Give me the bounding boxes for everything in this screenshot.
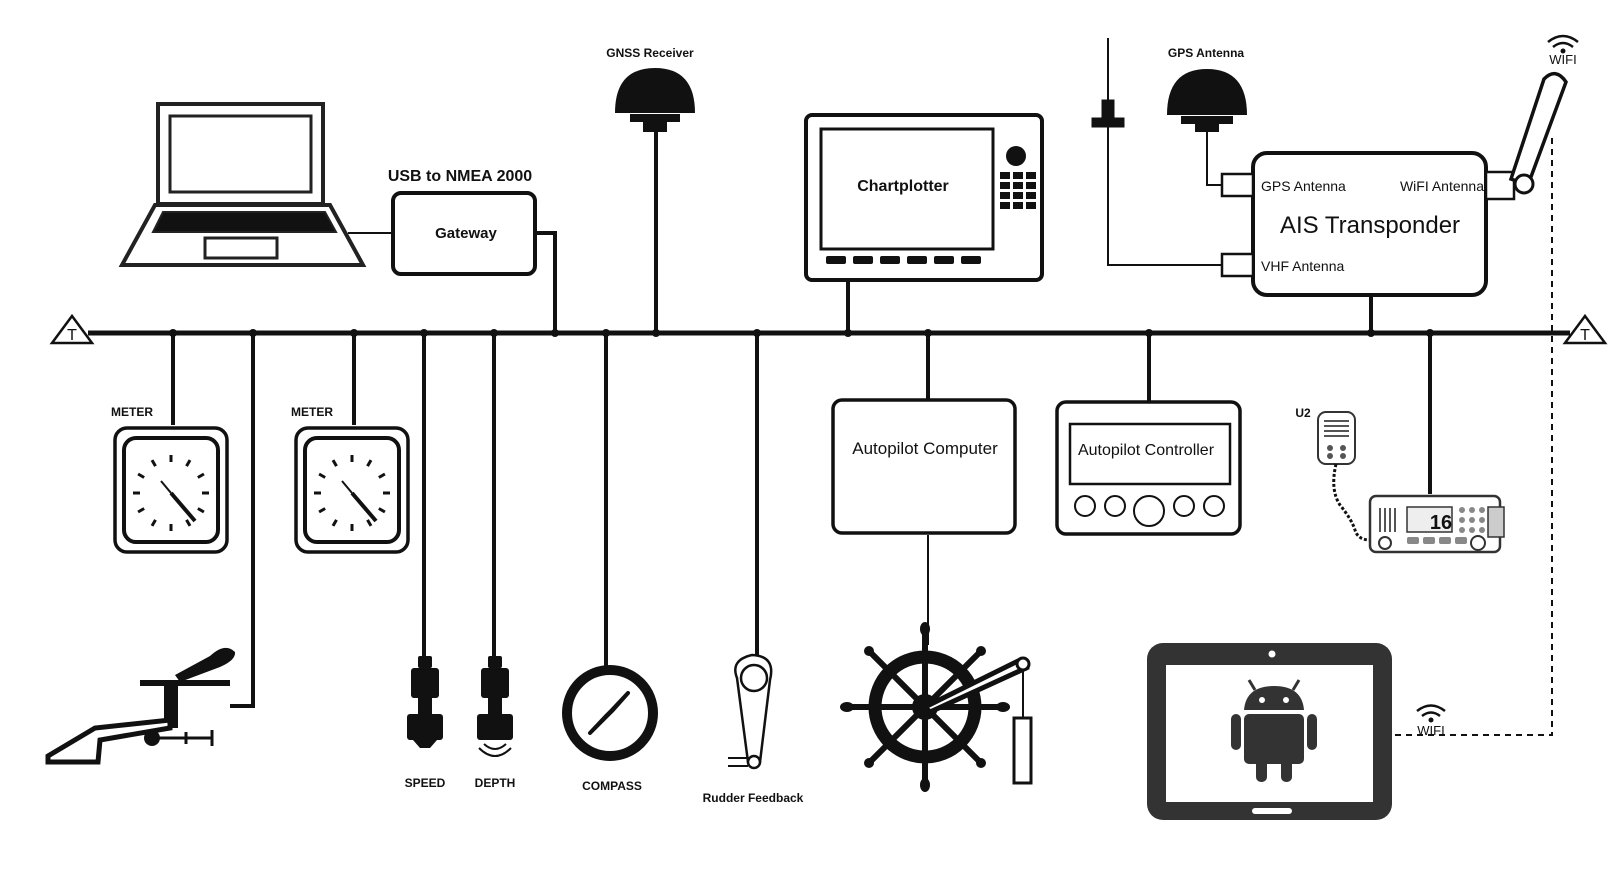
gps-antenna-label: GPS Antenna: [1168, 46, 1245, 60]
terminator-left: T: [49, 313, 95, 345]
gateway-device: Gateway: [391, 191, 537, 276]
wifi-dashed-link: [1392, 138, 1553, 736]
vhf-antenna-cable: [1107, 127, 1222, 266]
meter-right-label: METER: [291, 405, 333, 419]
svg-text:VHF Antenna: VHF Antenna: [1261, 258, 1344, 274]
wind-vane-icon: [45, 647, 236, 765]
transducer-icon: [407, 656, 443, 748]
u2-label: U2: [1295, 406, 1311, 420]
gnss-receiver-label: GNSS Receiver: [606, 46, 694, 60]
transducer-icon: [477, 656, 513, 740]
ais-transponder-device: GPS Antenna WiFI Antenna VHF Antenna AIS…: [1220, 151, 1516, 297]
wifi-label-tablet: WIFI: [1417, 723, 1444, 738]
drive-arm-icon: [920, 656, 1033, 785]
chartplotter-device: Chartplotter: [804, 113, 1044, 282]
analog-meter-icon: [113, 426, 229, 554]
svg-text:T: T: [67, 327, 77, 344]
svg-text:Gateway: Gateway: [435, 225, 497, 242]
usb-to-nmea-label: USB to NMEA 2000: [388, 168, 532, 185]
upper-drop-lines: [535, 130, 1373, 333]
wifi-icon: [1547, 34, 1579, 54]
autopilot-computer-device: Autopilot Computer: [831, 398, 1017, 535]
svg-text:AIS Transponder: AIS Transponder: [1280, 212, 1460, 239]
android-icon: [1231, 679, 1317, 782]
vhf-radio-icon: 16: [1317, 411, 1505, 554]
wifi-antenna-icon: [1508, 72, 1568, 195]
rudder-feedback-label: Rudder Feedback: [703, 791, 804, 805]
junction-dots: [169, 329, 1434, 337]
rudder-feedback-icon: [728, 653, 773, 770]
vhf-antenna-icon: [1091, 38, 1125, 128]
wifi-icon: [1416, 704, 1446, 723]
svg-text:Autopilot Computer: Autopilot Computer: [852, 439, 998, 458]
svg-text:WiFI Antenna: WiFI Antenna: [1400, 178, 1484, 194]
meter-left-label: METER: [111, 405, 153, 419]
depth-label: DEPTH: [475, 776, 516, 790]
analog-meter-icon: [294, 426, 410, 554]
compass-label: COMPASS: [582, 779, 642, 793]
svg-text:GPS Antenna: GPS Antenna: [1261, 178, 1346, 194]
autopilot-controller-device: Autopilot Controller: [1055, 400, 1242, 536]
compass-icon: [562, 665, 658, 761]
terminator-right: T: [1562, 313, 1608, 345]
svg-text:T: T: [1580, 327, 1590, 344]
sonar-waves-icon: [478, 743, 512, 757]
svg-text:Autopilot Controller: Autopilot Controller: [1078, 442, 1215, 459]
svg-text:Chartplotter: Chartplotter: [857, 178, 949, 195]
gps-antenna-cable: [1206, 132, 1222, 186]
svg-text:16: 16: [1430, 512, 1452, 534]
speed-label: SPEED: [405, 776, 446, 790]
wifi-label-top: WIFI: [1549, 52, 1576, 67]
gps-dome-icon: [1167, 69, 1247, 132]
laptop-icon: [118, 102, 367, 267]
gnss-dome-icon: [615, 68, 695, 132]
drop-lines: [171, 333, 1432, 708]
